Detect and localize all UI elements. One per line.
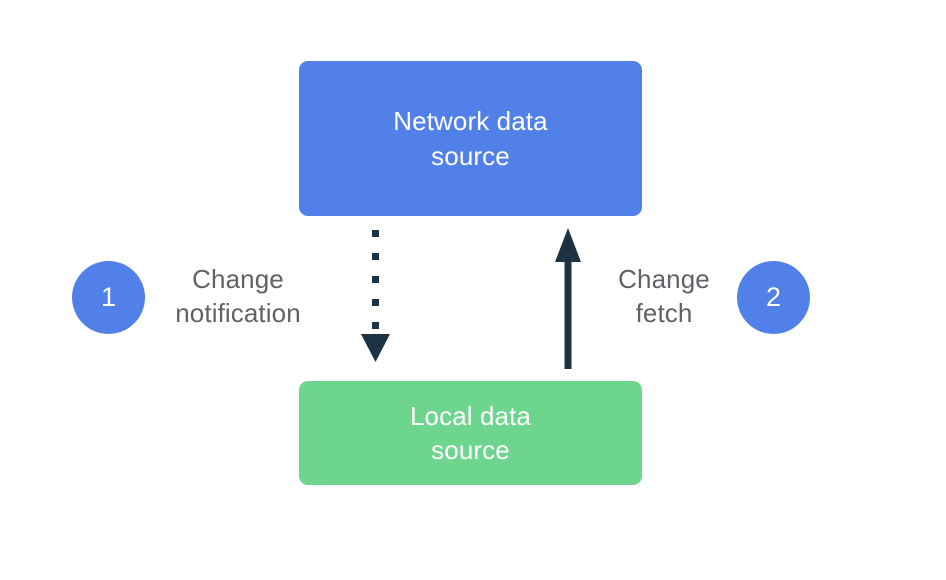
step-badge-1[interactable]: 1 — [72, 261, 145, 334]
edge-label-change-fetch: Change fetch — [618, 264, 710, 329]
node-local-data-source-label: Local data source — [410, 400, 531, 465]
dotted-arrow-dot — [372, 322, 379, 329]
edge-label-change-notification: Change notification — [175, 264, 301, 329]
arrowhead-down-icon — [361, 334, 390, 362]
step-badge-1-value: 1 — [100, 282, 117, 312]
node-network-data-source-label: Network data source — [393, 106, 548, 171]
dotted-arrow-dot — [372, 230, 379, 237]
node-local-data-source[interactable]: Local data source — [299, 381, 642, 485]
arrow-change-notification-down — [361, 230, 390, 362]
step-badge-2-value: 2 — [765, 282, 782, 312]
arrowhead-up-icon — [555, 228, 581, 262]
node-network-data-source[interactable]: Network data source — [299, 61, 642, 216]
dotted-arrow-dot — [372, 276, 379, 283]
arrow-change-fetch-up — [555, 228, 581, 369]
step-badge-2[interactable]: 2 — [737, 261, 810, 334]
dotted-arrow-dot — [372, 299, 379, 306]
arrow-shaft — [564, 256, 572, 369]
dotted-arrow-dot — [372, 253, 379, 260]
